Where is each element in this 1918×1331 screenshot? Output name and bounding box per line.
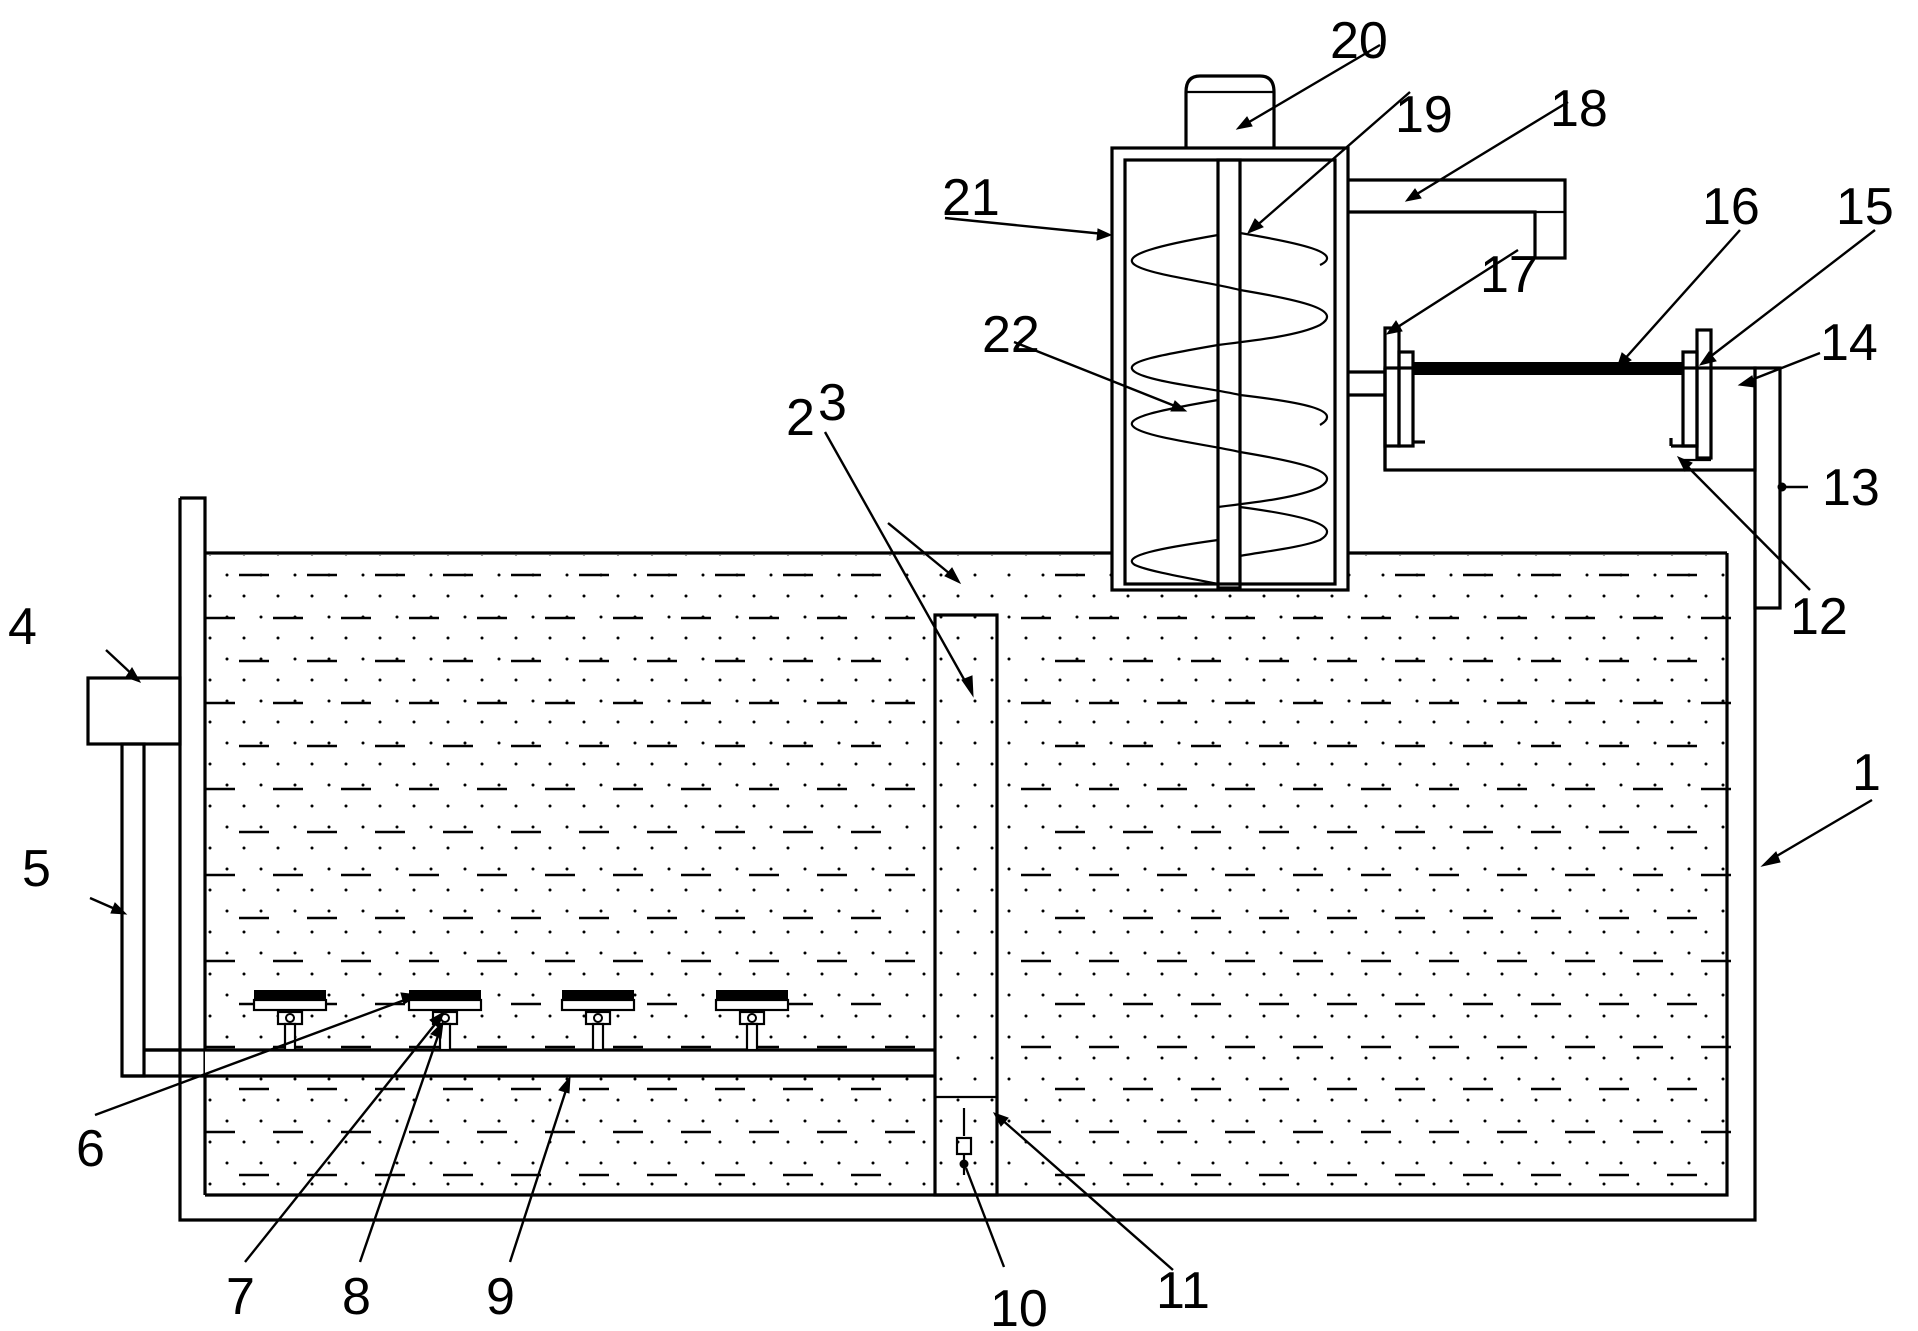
label-14: 14 [1820,314,1878,372]
screw-shaft-19 [1216,158,1242,590]
clamp-15 [1669,328,1713,460]
label-11: 11 [1156,1262,1210,1320]
label-9: 9 [486,1268,515,1326]
support-13 [1753,366,1782,610]
aeration-nozzle [252,990,328,1052]
discharge-pipe-18 [1348,178,1567,260]
leader-lines [89,43,1876,1271]
label-10: 10 [990,1280,1048,1331]
label-12: 12 [1790,588,1848,646]
motor-20 [1184,74,1276,148]
valve-10 [955,1108,973,1175]
aeration-nozzle [714,990,790,1052]
screw-blade-22 [1130,231,1329,586]
filter-screen-16 [1413,362,1683,375]
horizontal-pipe-9 [122,1048,935,1078]
label-22: 22 [982,306,1040,364]
aeration-nozzle [560,990,636,1052]
label-3: 3 [818,374,847,432]
left-box-4 [86,676,182,746]
label-17: 17 [1480,246,1538,304]
aeration-nozzles [252,990,790,1052]
tank-body [178,496,1757,1222]
label-4: 4 [8,598,37,656]
label-13: 13 [1822,459,1880,517]
vertical-pipe-5 [120,742,146,1078]
label-19: 19 [1395,86,1453,144]
label-8: 8 [342,1268,371,1326]
label-15: 15 [1836,178,1894,236]
label-21: 21 [942,169,1000,227]
label-16: 16 [1702,178,1760,236]
clamp-17 [1383,326,1425,448]
label-20: 20 [1330,12,1388,70]
label-6: 6 [76,1120,105,1178]
partition-2 [933,613,999,1197]
label-7: 7 [226,1268,255,1326]
label-1: 1 [1852,744,1881,802]
frame-14 [1348,366,1757,472]
mixing-tank-21 [1110,146,1350,592]
label-18: 18 [1550,80,1608,138]
label-5: 5 [22,840,51,898]
callout-labels: 1 2 3 4 5 6 7 8 9 10 11 12 13 14 15 16 1… [8,12,1894,1331]
label-2: 2 [786,389,815,447]
water-dash-marks [205,573,1731,1177]
